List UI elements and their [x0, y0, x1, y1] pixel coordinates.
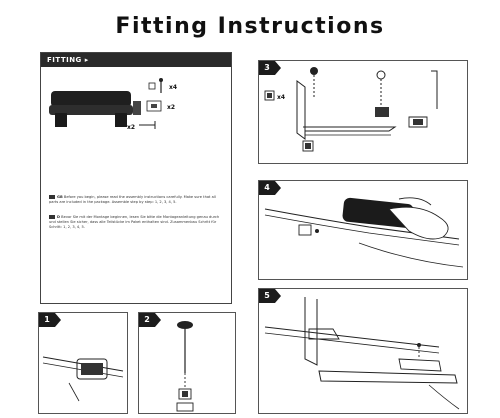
page-title: Fitting Instructions	[115, 14, 385, 39]
language-label: D	[57, 215, 60, 219]
step-panel-3: 3 x4	[258, 60, 468, 164]
rubber-strip-icon	[342, 197, 414, 228]
hand-icon	[388, 197, 449, 240]
step-5-illustration	[264, 297, 460, 410]
step-3-illustration: x4	[264, 67, 438, 152]
fitting-panel: FITTING ▸ x4 x2 x2 GB Be	[40, 52, 232, 304]
key-icon	[139, 121, 156, 129]
clamp-part-icon	[264, 90, 275, 101]
language-label: GB	[57, 195, 63, 199]
step-number: 2	[139, 313, 161, 327]
step-panel-2: 2	[138, 312, 236, 414]
fitting-header: FITTING ▸	[41, 53, 231, 67]
fitting-header-label: FITTING	[47, 56, 82, 64]
flag-icon	[49, 195, 55, 199]
step-panel-1: 1	[38, 312, 128, 414]
step-number: 4	[259, 181, 281, 195]
step-panel-5: 5	[258, 288, 468, 414]
instructions-text: Before you begin, please read the assemb…	[49, 195, 216, 204]
bolt-icon	[148, 78, 163, 93]
step-1-illustration	[42, 356, 124, 402]
clamp-icon	[298, 224, 319, 236]
instructions-german: D Bevor Sie mit der Montage beginnen, le…	[49, 215, 225, 230]
bolt-icon	[310, 67, 318, 99]
step-number: 1	[39, 313, 61, 327]
clamp-icon	[146, 100, 162, 112]
nut-icon	[178, 388, 192, 400]
quantity-label: x4	[277, 94, 285, 101]
ski-carrier-icon	[308, 328, 458, 384]
step-panel-4: 4	[258, 180, 468, 280]
bolt-icon	[375, 70, 389, 117]
step-2-illustration	[176, 321, 194, 412]
instructions-text: Bevor Sie mit der Montage beginnen, lese…	[49, 215, 220, 229]
step-4-illustration	[264, 197, 464, 268]
bolt-icon	[177, 321, 193, 387]
ski-carrier-illustration	[49, 78, 163, 129]
step-number: 3	[259, 61, 281, 75]
step-number: 5	[259, 289, 281, 303]
instructions-english: GB Before you begin, please read the ass…	[49, 195, 225, 205]
flag-icon	[49, 215, 55, 219]
clamp-icon	[76, 358, 108, 380]
key-icon	[408, 70, 438, 128]
ski-carrier-icon	[49, 91, 141, 127]
arrow-icon: ▸	[84, 56, 89, 64]
